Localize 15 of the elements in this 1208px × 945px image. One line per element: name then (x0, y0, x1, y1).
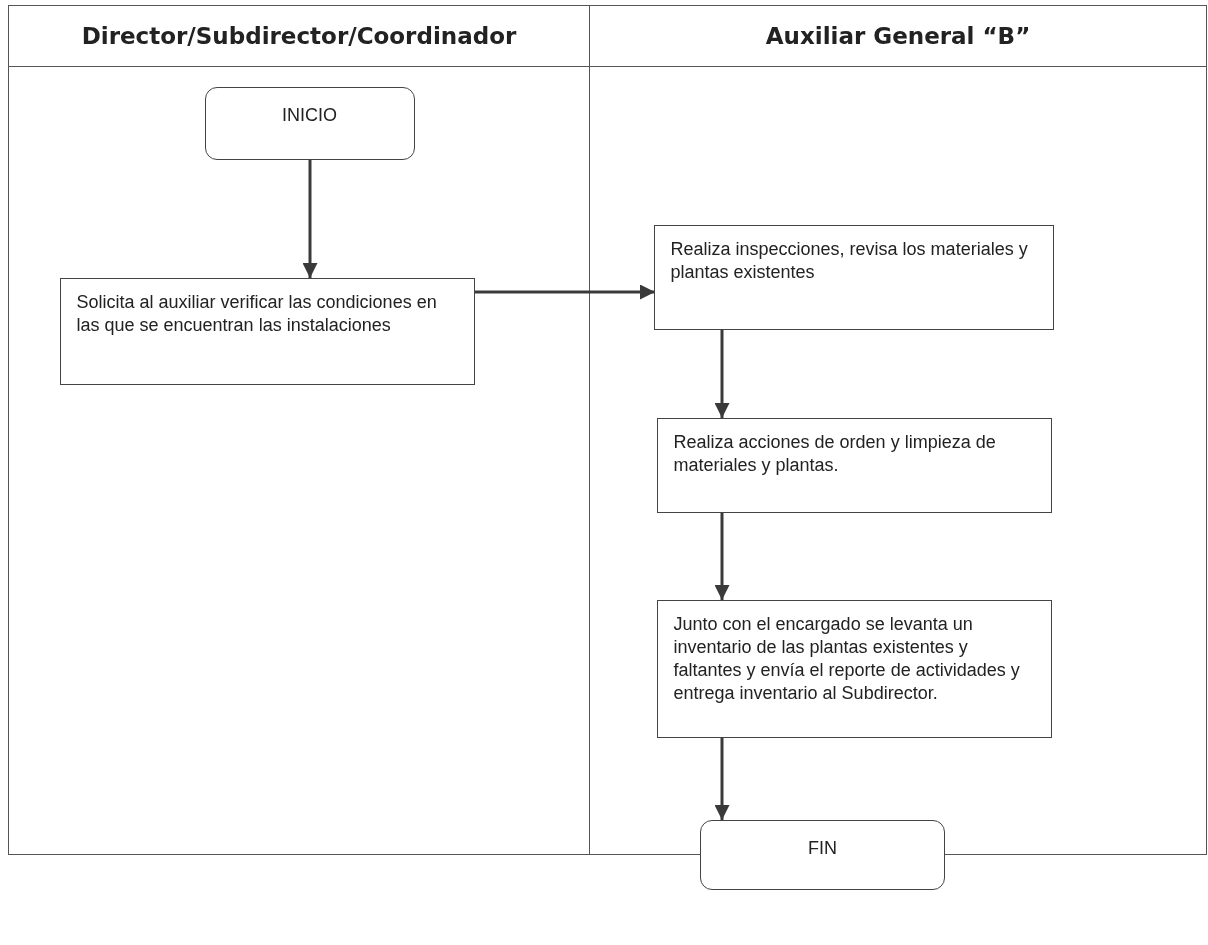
swimlane (8, 5, 590, 855)
swimlane (590, 5, 1207, 855)
terminal-box: INICIO (204, 86, 415, 160)
process-box: Realiza acciones de orden y limpieza de materiales y plantas. (656, 417, 1052, 513)
arrow (475, 284, 655, 300)
arrow (714, 738, 730, 820)
lane-heading: Director/Subdirector/Coordinador (9, 6, 589, 67)
terminal-box: FIN (700, 820, 945, 890)
arrow (714, 513, 730, 600)
arrow (714, 330, 730, 418)
process-box: Realiza inspecciones, revisa los materiales y plantas existentes (653, 224, 1054, 330)
process-box: Junto con el encargado se levanta un inventario de las plantas existentes y faltantes y envía el reporte de actividades y entrega inventario al Subdirector. (656, 599, 1052, 738)
arrow (302, 160, 318, 278)
process-box: Solicita al auxiliar verificar las condiciones en las que se encuentran las instalaciones (59, 277, 475, 385)
lane-heading: Auxiliar General “B” (590, 6, 1206, 67)
